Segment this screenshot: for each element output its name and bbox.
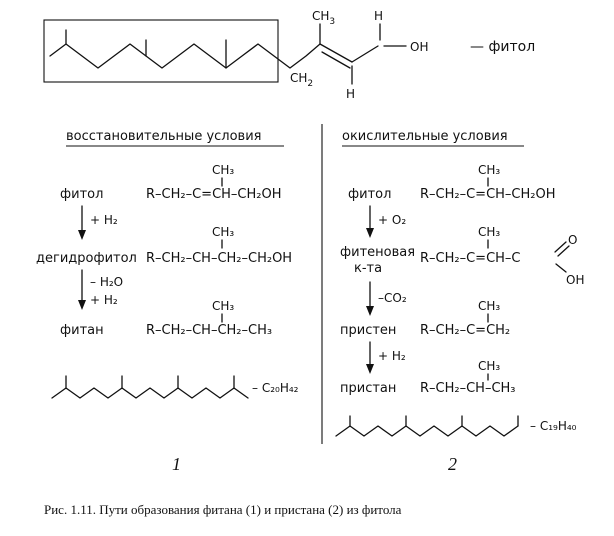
c-oh-bond-r bbox=[555, 263, 567, 273]
arrow-2-head bbox=[78, 300, 86, 310]
double-bond-a bbox=[319, 43, 353, 63]
s2-name: дегидрофитол bbox=[36, 251, 137, 266]
phytol-name: — фитол bbox=[470, 39, 535, 55]
r-s2-name-b: к-та bbox=[354, 261, 382, 276]
ch2-label: CH2 bbox=[290, 71, 313, 89]
s2-formula: R–CH₂–CH–CH₂–CH₂OH bbox=[146, 251, 292, 266]
r-s2-o: O bbox=[568, 233, 577, 247]
pathway-number-2: 2 bbox=[448, 454, 457, 474]
r-s3-name: пристен bbox=[340, 323, 396, 338]
bottom-h-label: H bbox=[346, 87, 355, 101]
figure-caption: Рис. 1.11. Пути образования фитана (1) и… bbox=[44, 502, 402, 517]
r-s1-name: фитол bbox=[348, 187, 391, 202]
oh-label: OH bbox=[410, 40, 428, 54]
r-arrow-3-head bbox=[366, 364, 374, 374]
r-s3-ch3: CH₃ bbox=[478, 299, 500, 313]
r-s2-name-a: фитеновая bbox=[340, 245, 415, 260]
r-arrow-1-head bbox=[366, 228, 374, 238]
r-group-box bbox=[43, 19, 279, 83]
r-s2-formula: R–CH₂–C=CH–C bbox=[420, 251, 521, 266]
r-s1-ch3: CH₃ bbox=[478, 163, 500, 177]
reaction-2b: + H₂ bbox=[90, 293, 118, 307]
r-reaction-3: + H₂ bbox=[378, 349, 406, 363]
c-o-double-a bbox=[554, 241, 567, 253]
r-s1-formula: R–CH₂–C=CH–CH₂OH bbox=[420, 187, 556, 202]
arrow-1-head bbox=[78, 230, 86, 240]
reaction-1: + H₂ bbox=[90, 213, 118, 227]
r-s2-ch3: CH₃ bbox=[478, 225, 500, 239]
oxidative-pathway: окислительные условия CH₃ фитол R–CH₂–C=… bbox=[335, 129, 584, 474]
pristane-chain bbox=[335, 425, 519, 437]
r-s4-ch3: CH₃ bbox=[478, 359, 500, 373]
s1-ch3: CH₃ bbox=[212, 163, 234, 177]
reductive-header: восстановительные условия bbox=[66, 129, 261, 144]
s3-formula: R–CH₂–CH–CH₂–CH₃ bbox=[146, 323, 272, 338]
double-bond-b bbox=[321, 51, 351, 69]
r-arrow-2-head bbox=[366, 306, 374, 316]
s1-formula: R–CH₂–C=CH–CH₂OH bbox=[146, 187, 282, 202]
reaction-2a: – H₂O bbox=[90, 275, 123, 289]
top-h-label: H bbox=[374, 9, 383, 23]
r-s4-formula: R–CH₂–CH–CH₃ bbox=[420, 381, 516, 396]
r-s3-formula: R–CH₂–C=CH₂ bbox=[420, 323, 510, 338]
r-reaction-1: + O₂ bbox=[378, 213, 406, 227]
r-reaction-2: –CO₂ bbox=[378, 291, 407, 305]
r-s4-name: пристан bbox=[340, 381, 396, 396]
reductive-pathway: восстановительные условия CH₃ фитол R–CH… bbox=[36, 129, 299, 474]
r-s2-oh: OH bbox=[566, 273, 584, 287]
s3-name: фитан bbox=[60, 323, 104, 338]
s2-ch3: CH₃ bbox=[212, 225, 234, 239]
c20h42-label: – C₂₀H₄₂ bbox=[252, 381, 299, 395]
s1-name: фитол bbox=[60, 187, 103, 202]
phytane-chain bbox=[51, 387, 249, 399]
pathway-number-1: 1 bbox=[172, 454, 181, 474]
oxidative-header: окислительные условия bbox=[342, 129, 508, 144]
c19h40-label: – C₁₉H₄₀ bbox=[530, 419, 577, 433]
s3-ch3: CH₃ bbox=[212, 299, 234, 313]
isoprenoid-zigzag-chain bbox=[49, 43, 321, 69]
c-o-double-b bbox=[557, 245, 570, 257]
phytol-structure: CH3 H H OH CH2 — фитол bbox=[43, 9, 535, 101]
top-ch3-label: CH3 bbox=[312, 9, 335, 27]
c-c-bond bbox=[351, 45, 379, 63]
